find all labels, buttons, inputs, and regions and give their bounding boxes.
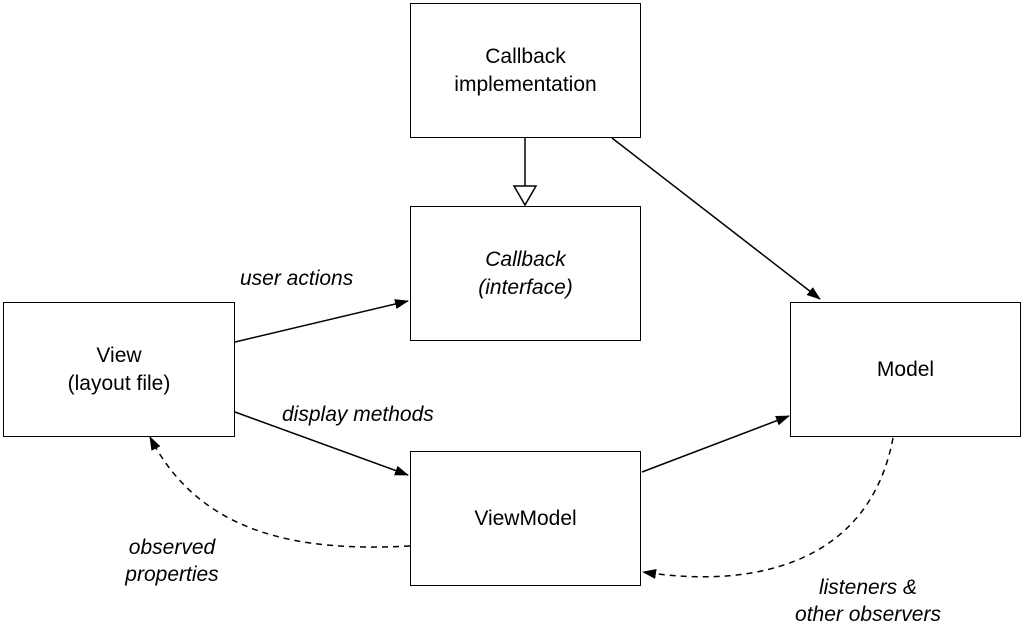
edge-viewmodel-to-model — [641, 415, 790, 473]
edge-view-to-viewmodel — [234, 411, 409, 476]
box-label-line: Callback — [485, 247, 566, 271]
box-label-line: View — [96, 343, 142, 367]
box-label-line: ViewModel — [474, 506, 577, 530]
box-label-line: Callback — [485, 44, 566, 68]
box-label-line: (interface) — [478, 275, 573, 299]
edge-impl-to-interface — [512, 138, 538, 207]
edge-label-observed-properties: observed properties — [112, 534, 232, 588]
label-line: properties — [125, 563, 219, 586]
callback-interface-box: Callback (interface) — [410, 206, 641, 341]
edge-view-to-callback — [234, 299, 409, 343]
viewmodel-box: ViewModel — [410, 451, 641, 586]
edge-label-user-actions: user actions — [240, 267, 354, 290]
edge-label-listeners: listeners & other observers — [776, 574, 960, 628]
box-label-line: (layout file) — [67, 371, 171, 395]
edge-model-to-viewmodel-dashed — [642, 437, 894, 579]
edge-impl-to-model — [611, 137, 821, 300]
callback-implementation-box: Callback implementation — [410, 3, 641, 138]
hollow-triangle-icon — [512, 185, 538, 207]
box-label-line: implementation — [454, 72, 597, 96]
model-box: Model — [790, 302, 1021, 437]
label-line: listeners & — [818, 576, 918, 599]
edge-viewmodel-to-view-dashed — [149, 436, 411, 548]
label-line: other observers — [795, 603, 941, 626]
label-line: observed — [128, 536, 216, 559]
edge-label-display-methods: display methods — [282, 403, 434, 426]
box-label-line: Model — [876, 357, 935, 381]
view-box: View (layout file) — [3, 302, 235, 437]
